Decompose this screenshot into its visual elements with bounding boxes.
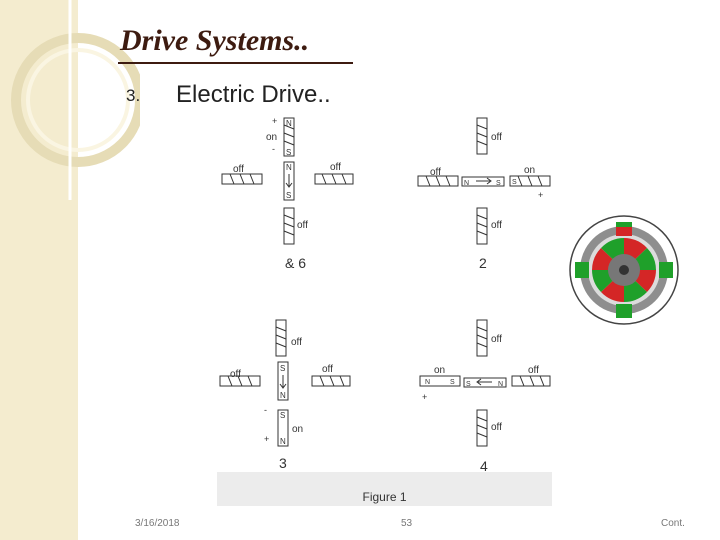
switch-label: off: [491, 422, 502, 433]
panel-3: off off S N off S N on - + 3: [219, 319, 351, 471]
switch-label: on: [292, 424, 303, 435]
footer-cont: Cont.: [661, 518, 685, 529]
switch-label: on: [524, 165, 535, 176]
footer-date: 3/16/2018: [135, 518, 180, 529]
switch-label: off: [230, 369, 241, 380]
pole-label: N: [425, 379, 430, 386]
plus-label: +: [272, 116, 277, 126]
switch-label: off: [233, 164, 244, 175]
plus-label: +: [538, 190, 543, 200]
switch-label: on: [266, 132, 277, 143]
title-underline: [118, 62, 353, 64]
coil: [275, 319, 287, 357]
coil: [283, 207, 295, 245]
rotor-north: N: [286, 163, 292, 172]
rotor: [277, 361, 289, 401]
pole-label: S: [450, 379, 455, 386]
bullet-text: Electric Drive..: [176, 81, 331, 108]
coil: [509, 175, 551, 187]
bullet-number: 3.: [126, 86, 141, 105]
coil: [311, 375, 351, 387]
switch-label: off: [330, 162, 341, 173]
panel-1: N S on + - N S off off off & 6: [221, 116, 354, 271]
footer-page-number: 53: [401, 518, 413, 529]
switch-label: on: [434, 365, 445, 376]
caption-band: [217, 472, 552, 506]
rotor-north: N: [498, 381, 503, 388]
switch-label: off: [491, 220, 502, 231]
slide-title: Drive Systems..: [120, 24, 310, 57]
minus-label: -: [264, 405, 267, 415]
coil: [219, 375, 261, 387]
pole-label: N: [280, 437, 286, 446]
coil: [277, 409, 289, 447]
rotor-south: S: [286, 191, 291, 200]
rotor-south: S: [280, 364, 285, 373]
panel-2: off off N S S on + off 2: [417, 117, 551, 271]
rotor-arrow: [476, 177, 492, 185]
coil: [476, 409, 488, 447]
coil: [417, 175, 459, 187]
coil: [476, 207, 488, 245]
rotor-arrow: [476, 378, 492, 386]
coil: [314, 173, 354, 185]
switch-label: off: [297, 220, 308, 231]
rotor-north: N: [464, 180, 469, 187]
rotor: [283, 161, 295, 201]
panel-4: off N S on + S N off off 4: [419, 319, 551, 474]
pole-label: N: [286, 119, 292, 128]
pole-label: S: [512, 179, 517, 186]
rotor: [463, 377, 507, 388]
figure-caption: Figure 1: [362, 490, 407, 504]
rotor-arrow: [279, 375, 287, 389]
step-number: & 6: [285, 255, 306, 271]
coil-windings: [283, 124, 295, 146]
step-number: 3: [279, 455, 287, 471]
plus-label: +: [422, 392, 427, 402]
switch-label: off: [491, 334, 502, 345]
pole-label: S: [280, 411, 285, 420]
switch-label: off: [491, 132, 502, 143]
coil: [511, 375, 551, 387]
minus-label: -: [272, 144, 275, 154]
step-number: 4: [480, 458, 488, 474]
rotor-north: N: [280, 391, 286, 400]
step-number: 2: [479, 255, 487, 271]
coil: [476, 117, 488, 155]
rotor-south: S: [466, 381, 471, 388]
coil: [221, 173, 263, 185]
rotor-arrow: [285, 174, 293, 188]
switch-label: off: [291, 337, 302, 348]
pole-label: S: [286, 148, 291, 157]
rotor: [461, 176, 505, 187]
decorative-circles: [11, 0, 140, 200]
plus-label: +: [264, 434, 269, 444]
rotor-south: S: [496, 180, 501, 187]
switch-label: off: [430, 167, 441, 178]
switch-label: off: [528, 365, 539, 376]
coil: [419, 375, 461, 387]
stepper-motor-icon: [569, 215, 679, 325]
switch-label: off: [322, 364, 333, 375]
coil: [476, 319, 488, 357]
